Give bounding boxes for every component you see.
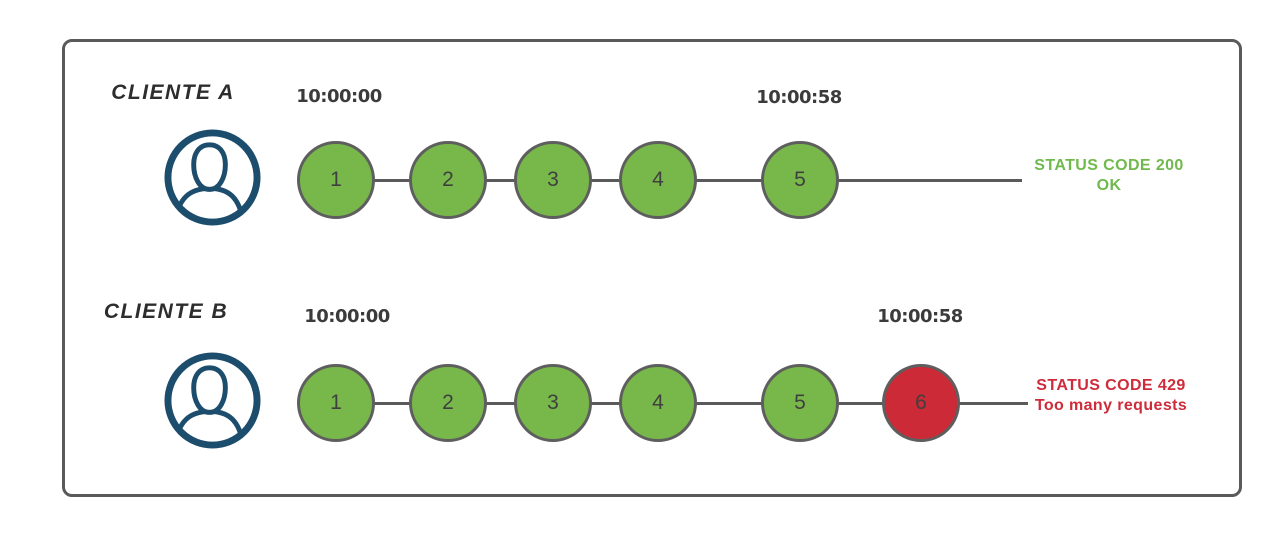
client-b-start-time: 10:00:00	[304, 306, 390, 327]
user-icon	[163, 351, 262, 450]
request-circle-rate-limited: 6	[882, 364, 960, 442]
request-circle: 5	[761, 364, 839, 442]
user-icon	[163, 128, 262, 227]
client-a-end-time: 10:00:58	[756, 87, 842, 108]
request-circle: 3	[514, 141, 592, 219]
status-code-line: STATUS CODE 200	[1034, 157, 1184, 174]
client-a-status: STATUS CODE 200 OK	[1023, 156, 1195, 196]
client-a-start-time: 10:00:00	[296, 86, 382, 107]
request-circle: 1	[297, 364, 375, 442]
status-detail-line: Too many requests	[1034, 397, 1188, 414]
status-detail-line: OK	[1096, 177, 1122, 194]
client-b-end-time: 10:00:58	[877, 306, 963, 327]
request-circle: 3	[514, 364, 592, 442]
client-a-label: CLIENTE A	[111, 81, 235, 104]
request-circle: 1	[297, 141, 375, 219]
status-code-line: STATUS CODE 429	[1036, 377, 1186, 394]
request-circle: 5	[761, 141, 839, 219]
request-circle: 2	[409, 141, 487, 219]
request-circle: 2	[409, 364, 487, 442]
request-circle: 4	[619, 141, 697, 219]
client-b-status: STATUS CODE 429 Too many requests	[1023, 376, 1199, 416]
client-b-label: CLIENTE B	[103, 300, 229, 323]
request-circle: 4	[619, 364, 697, 442]
